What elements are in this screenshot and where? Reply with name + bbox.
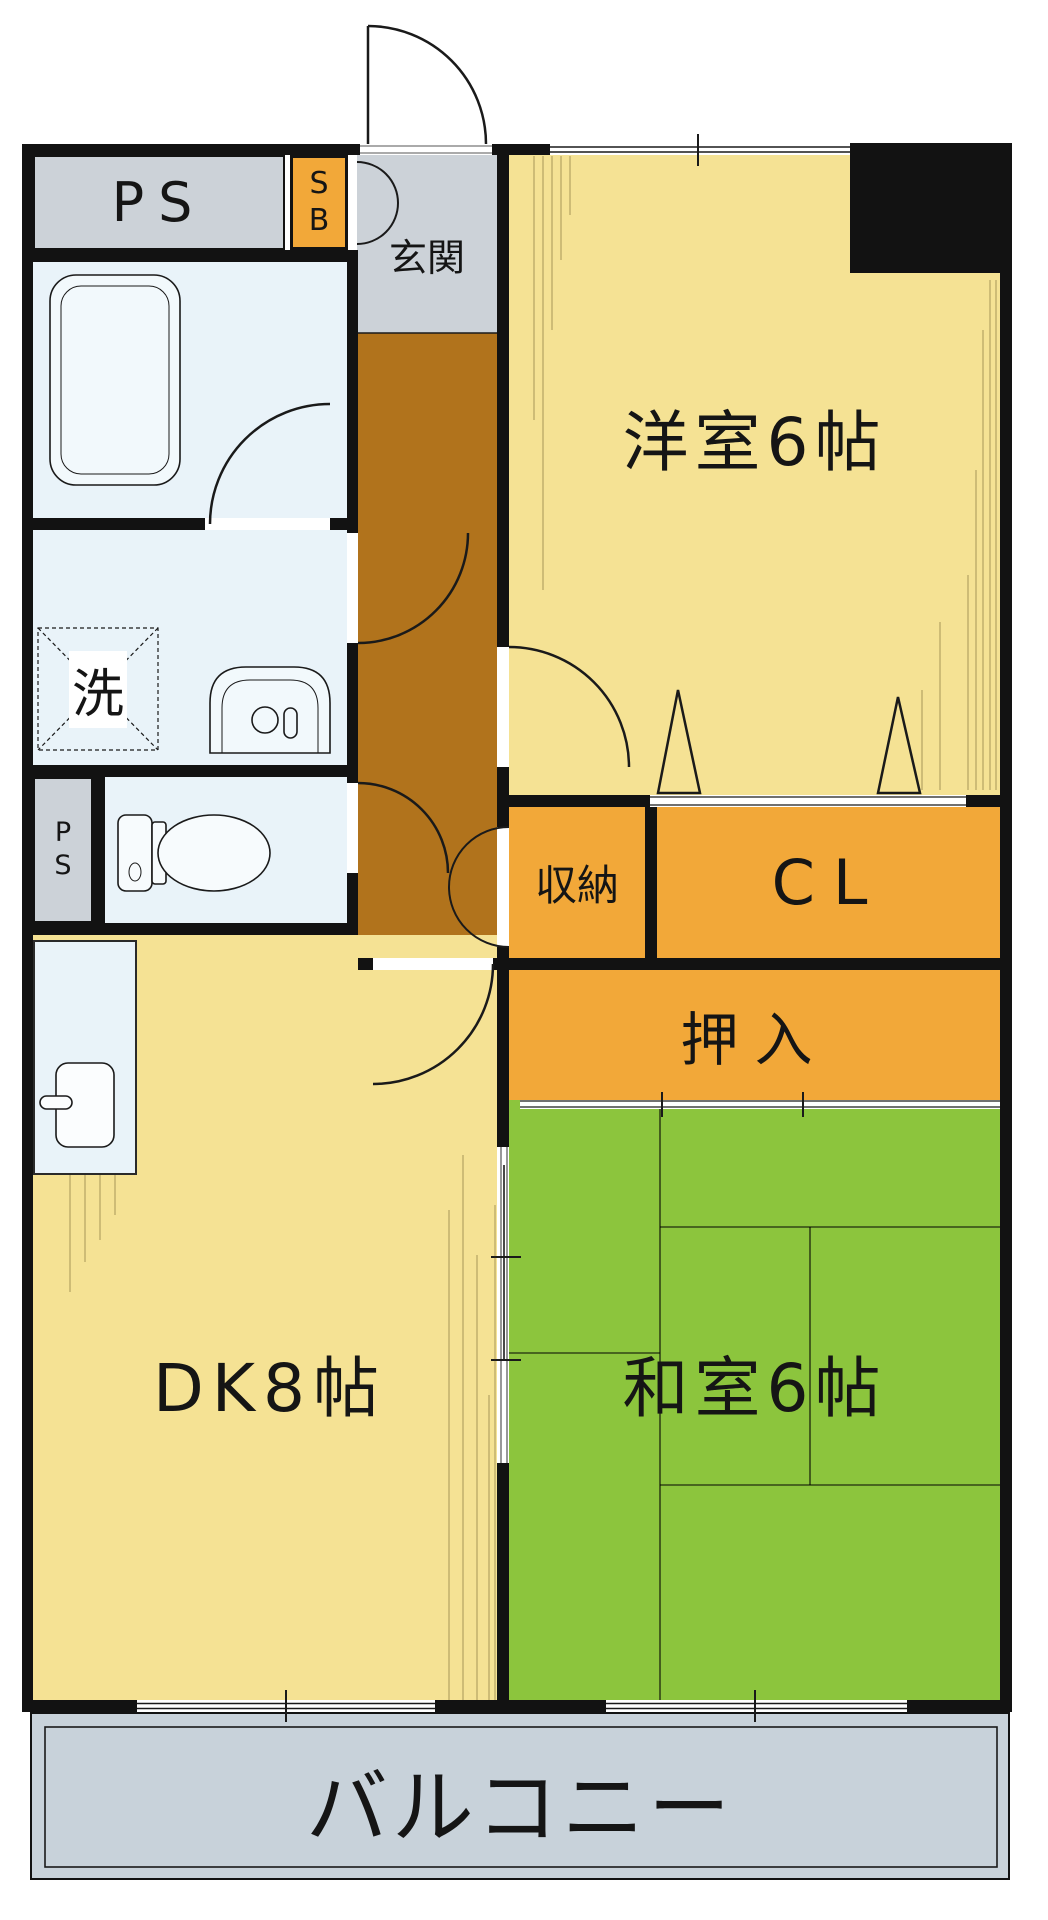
entrance-sill — [360, 145, 492, 154]
room-label-closet: CL — [771, 846, 886, 919]
room-genkan — [357, 155, 497, 333]
room-label-shoe-box: SB — [301, 165, 337, 240]
wall-ps-bottom — [22, 250, 358, 262]
window-western-top — [550, 144, 850, 155]
room-label-dining-kitchen: DK8帖 — [152, 1350, 388, 1427]
room-label-storage: 収納 — [534, 861, 619, 910]
toilet-door-arc — [357, 781, 450, 874]
room-label-genkan: 玄関 — [388, 235, 465, 280]
dk-washitsu-slide-track — [491, 1147, 521, 1463]
opening-dk-washitsu-slide — [497, 1147, 509, 1463]
opening-storage-doors — [497, 827, 509, 947]
wall-storage-closet-divider — [645, 807, 657, 958]
toilet-icon — [117, 814, 271, 892]
wall-toilet-bottom — [22, 923, 358, 935]
opening-oshiire-fusuma — [520, 1100, 1000, 1109]
storage-doors-icon — [448, 826, 510, 948]
closet-track-lines — [650, 796, 966, 806]
room-hallway — [358, 333, 497, 958]
room-label-balcony: バルコニー — [305, 1760, 735, 1856]
shoebox-doors-icon — [356, 161, 399, 245]
opening-entrance — [360, 144, 492, 155]
entrance-door-icon — [366, 24, 488, 145]
room-label-western: 洋室6帖 — [622, 404, 887, 481]
closet-folding-door-icon — [656, 689, 922, 795]
bathtub-icon — [49, 274, 181, 486]
room-label-pipe-space-side: PS — [47, 817, 79, 883]
opening-dk-door — [373, 958, 493, 970]
room-balcony — [30, 1712, 1010, 1880]
dk-door-arc — [372, 963, 495, 1086]
wall-outer-top — [22, 144, 1012, 155]
floor-hatch-lines — [69, 156, 997, 1700]
kitchen-sink-icon — [39, 1062, 115, 1148]
opening-shoebox — [348, 155, 357, 250]
wall-ps-toilet-divider — [93, 777, 105, 923]
opening-washroom-door — [347, 533, 358, 643]
opening-western-door — [497, 647, 509, 767]
opening-toilet-door — [347, 783, 358, 873]
room-japanese — [509, 1100, 1000, 1700]
bath-door-arc — [208, 402, 331, 525]
wall-washroom-bottom — [22, 765, 358, 777]
room-label-pipe-space-top: PS — [111, 171, 207, 234]
wall-closet-bottom — [358, 958, 1012, 970]
room-label-japanese: 和室6帖 — [622, 1350, 887, 1427]
room-storage — [509, 807, 645, 958]
room-pipe-space-side — [33, 777, 93, 923]
opening-closet-folding — [650, 795, 966, 807]
western-door-arc — [508, 645, 631, 768]
room-label-oshiire: 押入 — [680, 1006, 829, 1074]
window-dk-balcony-glazing — [137, 1690, 435, 1722]
balcony-railing — [44, 1726, 998, 1868]
oshiire-fusuma-track — [520, 1092, 1000, 1117]
opening-bath-door — [205, 518, 330, 530]
window-washitsu-balcony-glazing — [606, 1690, 907, 1722]
room-oshiire — [509, 970, 1000, 1100]
tatami-lines — [509, 1109, 1000, 1700]
room-pipe-space-top — [33, 155, 285, 250]
room-closet — [657, 807, 1000, 958]
window-western-top-glazing — [550, 134, 850, 166]
room-shoe-box — [290, 155, 348, 250]
structural-pillar — [850, 143, 1012, 273]
vanity-sink-icon — [209, 666, 331, 754]
washroom-door-arc — [357, 532, 470, 645]
room-label-washing-machine: 洗 — [38, 628, 158, 750]
wall-outer-right — [1000, 144, 1012, 1712]
